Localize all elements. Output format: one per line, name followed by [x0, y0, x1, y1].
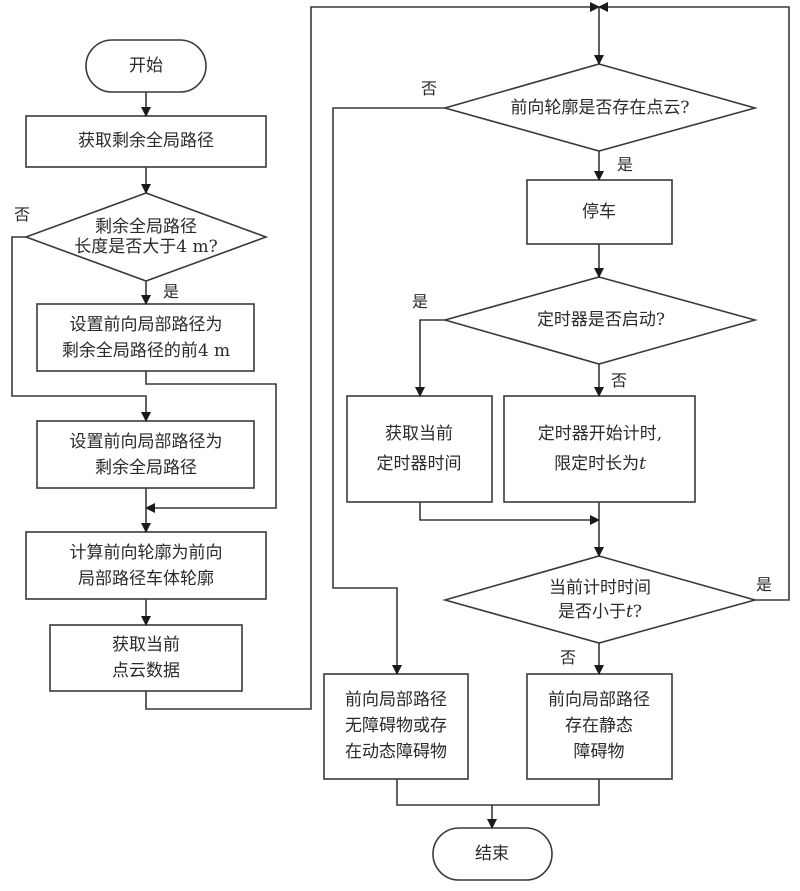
edge-noobstacle-to-end [396, 779, 492, 806]
edge-cloud-no [332, 107, 445, 675]
static-obstacle-label: 前向局部路径 存在静态 障碍物 [548, 690, 650, 762]
get-remaining-label: 获取剩余全局路径 [78, 131, 214, 151]
branch-time-no: 否 [560, 648, 577, 667]
get-pointcloud-label: 获取当前 点云数据 [112, 635, 180, 681]
edge-static-to-end [492, 779, 600, 806]
start-label: 开始 [129, 56, 163, 76]
branch-timer-no: 否 [611, 371, 628, 390]
cloud-check-label: 前向轮廓是否存在点云? [510, 98, 690, 118]
edge-timer-yes [415, 319, 445, 397]
length-check-label: 剩余全局路径 长度是否大于4 m? [74, 217, 218, 257]
variable-t: t [639, 454, 646, 474]
edge-gettimer-merge [419, 502, 600, 525]
set-remaining-label: 设置前向局部路径为 剩余全局路径 [69, 432, 223, 478]
stop-label: 停车 [582, 202, 616, 222]
edge-first4m-merge [145, 371, 277, 513]
set-first4m-label: 设置前向局部路径为 剩余全局路径的前4 m [61, 315, 231, 361]
branch-cloud-no: 否 [421, 79, 438, 98]
node-start-timer [503, 395, 696, 503]
branch-length-no: 否 [14, 205, 31, 224]
timer-check-label: 定时器是否启动? [536, 310, 666, 330]
node-get-pointcloud [49, 624, 243, 692]
edge-pointcloud-to-cloud [145, 2, 600, 710]
start-timer-label: 定时器开始计时, 限定时长为t [537, 424, 663, 474]
variable-t: t [626, 602, 633, 622]
branch-cloud-yes: 是 [617, 155, 634, 174]
branch-timer-yes: 是 [412, 292, 429, 311]
node-get-remaining [25, 115, 267, 168]
node-static-obstacle [526, 673, 673, 780]
time-check-label: 当前计时时间 是否小于t? [549, 578, 651, 622]
get-timer-label: 获取当前 定时器时间 [376, 424, 462, 474]
node-no-obstacle [323, 673, 469, 780]
compute-contour-label: 计算前向轮廓为前向 局部路径车体轮廓 [69, 543, 223, 589]
edge-length-no [11, 236, 151, 422]
no-obstacle-label: 前向局部路径 无障碍物或存 在动态障碍物 [345, 690, 447, 762]
node-set-remaining [36, 420, 255, 489]
end-label: 结束 [475, 844, 509, 864]
node-get-timer [346, 395, 493, 503]
edge-time-yes-loop [598, 2, 790, 601]
branch-time-yes: 是 [756, 575, 773, 594]
branch-length-yes: 是 [163, 282, 180, 301]
